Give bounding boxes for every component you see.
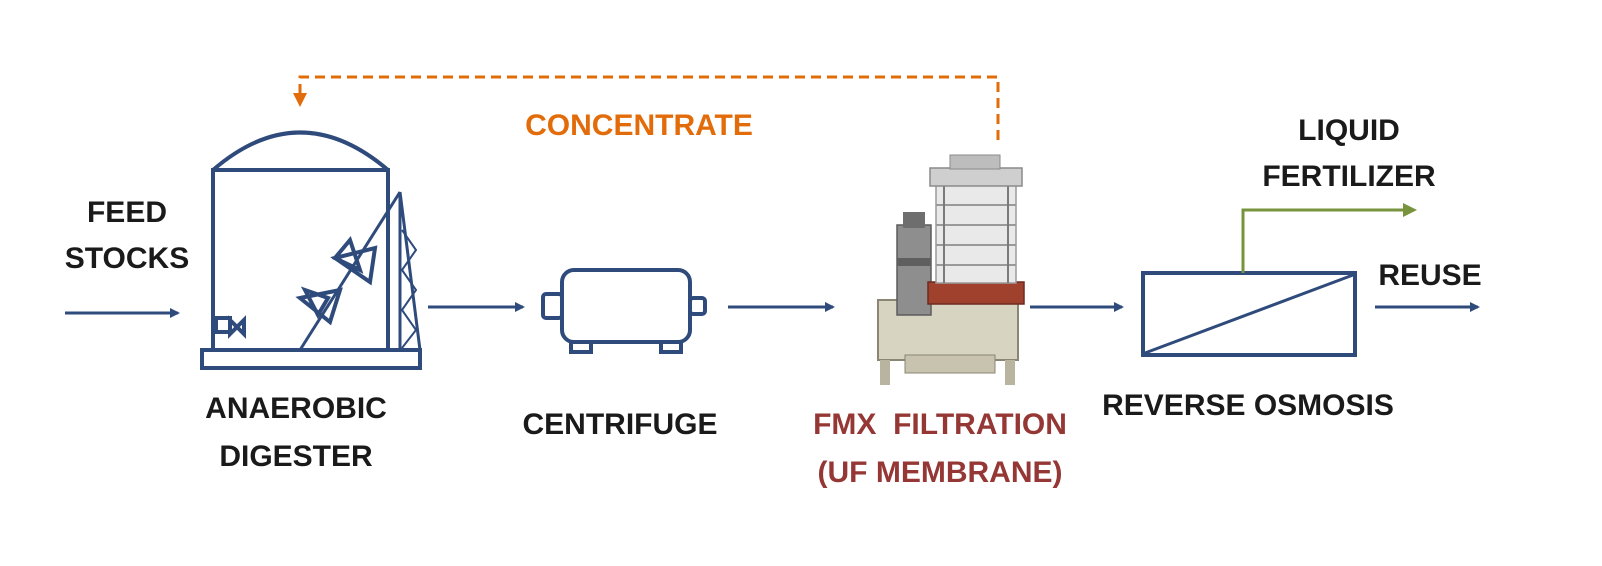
digester-label-line2: DIGESTER bbox=[219, 440, 373, 473]
fmx-filtration-label-line1: FMX FILTRATION bbox=[813, 408, 1067, 441]
reuse-label: REUSE bbox=[1378, 259, 1481, 292]
centrifuge-icon bbox=[541, 268, 707, 354]
anaerobic-digester-tank-icon bbox=[200, 130, 422, 370]
feed-stocks-label-line2: STOCKS bbox=[65, 242, 189, 275]
fmx-filtration-label-line2: (UF MEMBRANE) bbox=[818, 456, 1063, 489]
liquid-fertilizer-label-line1: LIQUID bbox=[1298, 114, 1400, 147]
reverse-osmosis-membrane-icon bbox=[1141, 271, 1357, 357]
centrifuge-label: CENTRIFUGE bbox=[523, 408, 718, 441]
reverse-osmosis-label: REVERSE OSMOSIS bbox=[1102, 389, 1394, 422]
digester-label-line1: ANAEROBIC bbox=[205, 392, 387, 425]
fmx-filtration-unit-icon bbox=[877, 154, 1025, 385]
liquid-fertilizer-label-line2: FERTILIZER bbox=[1262, 160, 1436, 193]
concentrate-label: CONCENTRATE bbox=[525, 109, 753, 142]
feed-stocks-label-line1: FEED bbox=[87, 196, 167, 229]
concentrate-recycle-line bbox=[293, 75, 1000, 140]
liquid-fertilizer-arrow bbox=[1241, 203, 1417, 273]
